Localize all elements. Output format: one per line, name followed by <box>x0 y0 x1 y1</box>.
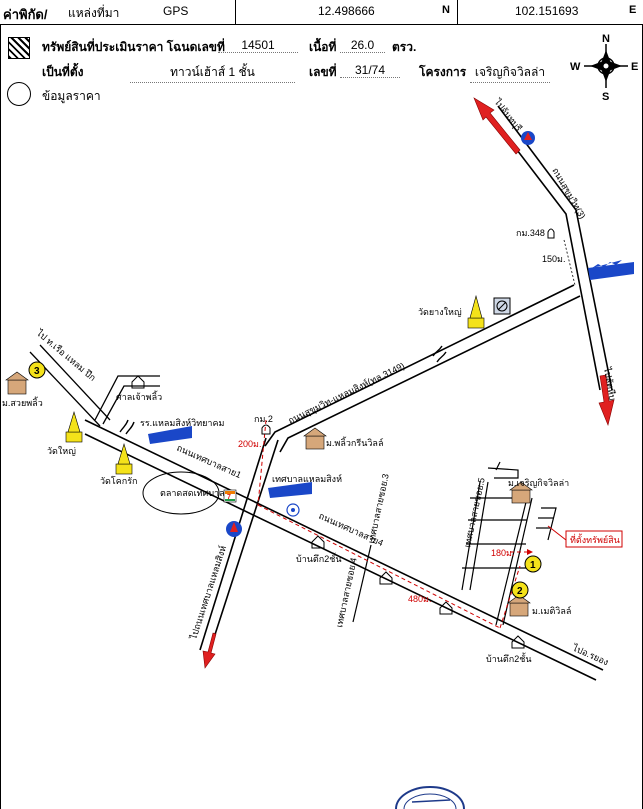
label-wat-khok-rak: วัดโคกรัก <box>100 476 138 486</box>
project-value: เจริญกิจวิลล่า <box>470 63 550 83</box>
property-tag-leader <box>547 525 567 541</box>
gas-station-icon <box>521 131 535 145</box>
label-150m: 150ม. <box>542 254 565 264</box>
deed-label: ทรัพย์สินที่ประเมินราคา โฉนดเลขที่ <box>42 40 225 54</box>
municipality-icon <box>268 482 312 498</box>
seven-eleven-label: 7 <box>227 494 231 501</box>
school-icon <box>148 426 192 444</box>
distance-150 <box>563 239 576 286</box>
area-unit: ตรว. <box>392 40 417 54</box>
label-house-2-b: บ้านตึก2ชั้น <box>486 652 531 664</box>
road-break <box>119 345 447 435</box>
village-icon <box>5 371 29 395</box>
house-no-value: 31/74 <box>340 63 400 78</box>
source-value: GPS <box>163 4 189 18</box>
temple-icon <box>65 410 83 443</box>
marker-3: 3 <box>28 361 46 379</box>
market-outline <box>142 471 220 515</box>
header-divider <box>457 0 458 24</box>
project-label: โครงการ <box>419 65 467 79</box>
property-tag-box <box>565 530 623 548</box>
label-property-tag: ที่ตั้งทรัพย์สิน <box>570 533 620 545</box>
svg-text:3: 3 <box>34 366 40 377</box>
marker-2: 2 <box>511 581 529 599</box>
arrow-to-south <box>202 632 217 669</box>
label-sukhumvit: ถนนสุขุมวิท(3) <box>549 166 587 221</box>
village-icon <box>303 427 327 450</box>
marker-1: 1 <box>524 555 542 573</box>
label-market: ตลาดสดเทศบาล <box>160 488 225 498</box>
label-200m: 200ม. <box>238 439 261 449</box>
coord-label: ค่าพิกัด/ <box>3 7 48 22</box>
seven-eleven-icon: 7 <box>223 489 237 503</box>
house-no-label: เลขที่ <box>309 65 337 79</box>
hatched-legend-icon <box>8 37 30 59</box>
label-180m: 180ม. <box>491 548 514 558</box>
svg-text:1: 1 <box>530 560 536 571</box>
km-marker-icon <box>261 228 555 435</box>
compass-w: W <box>570 61 581 73</box>
arrow-to-chanthaburi <box>473 97 521 155</box>
label-school: รร.แหลมสิงห์วิทยาคม <box>140 417 225 428</box>
compass-s: S <box>602 91 609 103</box>
compass-icon: N W E S <box>570 33 638 103</box>
longitude-value: 102.151693 <box>515 4 579 18</box>
village-icon <box>509 481 533 504</box>
arrow-to-sattahip <box>598 374 615 426</box>
compass-e: E <box>631 61 638 73</box>
price-circle-icon <box>7 82 31 106</box>
label-m-metavill: ม.เมติวิลล์ <box>532 605 571 616</box>
village-icon <box>507 594 531 617</box>
label-m-phlio-green: ม.พลิ้วกรีนวิลล์ <box>326 436 383 448</box>
compass-n: N <box>602 33 610 45</box>
label-wat-yai: วัดใหญ่ <box>47 446 76 456</box>
longitude-dir: E <box>629 4 637 16</box>
gas-station-icon <box>226 521 242 537</box>
temple-icon <box>115 442 133 475</box>
road-alleys <box>352 461 557 626</box>
deed-number: 14501 <box>218 38 298 53</box>
seal-icon <box>286 503 300 517</box>
house-icon <box>131 375 525 649</box>
label-alley-4: เทศบาลสายซอย.4 <box>334 557 359 629</box>
coordinate-header: ค่าพิกัด/ แหล่งที่มา GPS 12.498666 N 102… <box>0 0 643 25</box>
header-divider <box>235 0 236 24</box>
label-road-3149: ถนนสุขุมวิท-แหลมสิงห์(ทล.3149) <box>286 360 407 427</box>
label-sala-chao-phlio: ศาลเจ้าพลิ้ว <box>116 390 162 402</box>
road-to-south <box>199 437 279 651</box>
area-label: เนื้อที่ <box>309 40 337 54</box>
label-thetsaban-1: ถนนเทศบาลสาย1 <box>175 443 243 480</box>
shrine-icon <box>493 297 511 315</box>
label-municipality: เทศบาลแหลมสิงห์ <box>272 473 342 484</box>
latitude-value: 12.498666 <box>318 4 375 18</box>
location-label: เป็นที่ตั้ง <box>42 65 84 79</box>
factory-icon <box>588 260 634 280</box>
location-value: ทาวน์เฮ้าส์ 1 ชั้น <box>130 63 295 83</box>
svg-text:2: 2 <box>517 586 523 597</box>
price-info-label: ข้อมูลราคา <box>42 89 101 103</box>
label-m-suay-phlio: ม.สวยพลิ้ว <box>2 396 43 408</box>
road-thetsaban-1 <box>84 419 604 681</box>
label-480m: 480ม. <box>408 594 431 604</box>
source-label: แหล่งที่มา <box>68 6 120 20</box>
label-wat-yang-yai: วัดยางใหญ่ <box>418 307 462 317</box>
latitude-dir: N <box>442 4 450 16</box>
label-alley-3: เทศบาลสายซอย.3 <box>366 473 391 545</box>
road-sukhumvit <box>487 105 613 391</box>
stamp-icon <box>395 786 465 809</box>
temple-icon <box>467 294 485 329</box>
label-km2: กม.2 <box>254 414 273 424</box>
label-house-2-a: บ้านตึก2ชั้น <box>296 552 341 564</box>
road-3149 <box>264 284 581 453</box>
road-to-sala <box>29 344 160 427</box>
label-km348: กม.348 <box>516 228 545 238</box>
area-value: 26.0 <box>340 38 385 53</box>
label-m-charoenkit: ม.เจริญกิจวิลล่า <box>508 478 569 488</box>
